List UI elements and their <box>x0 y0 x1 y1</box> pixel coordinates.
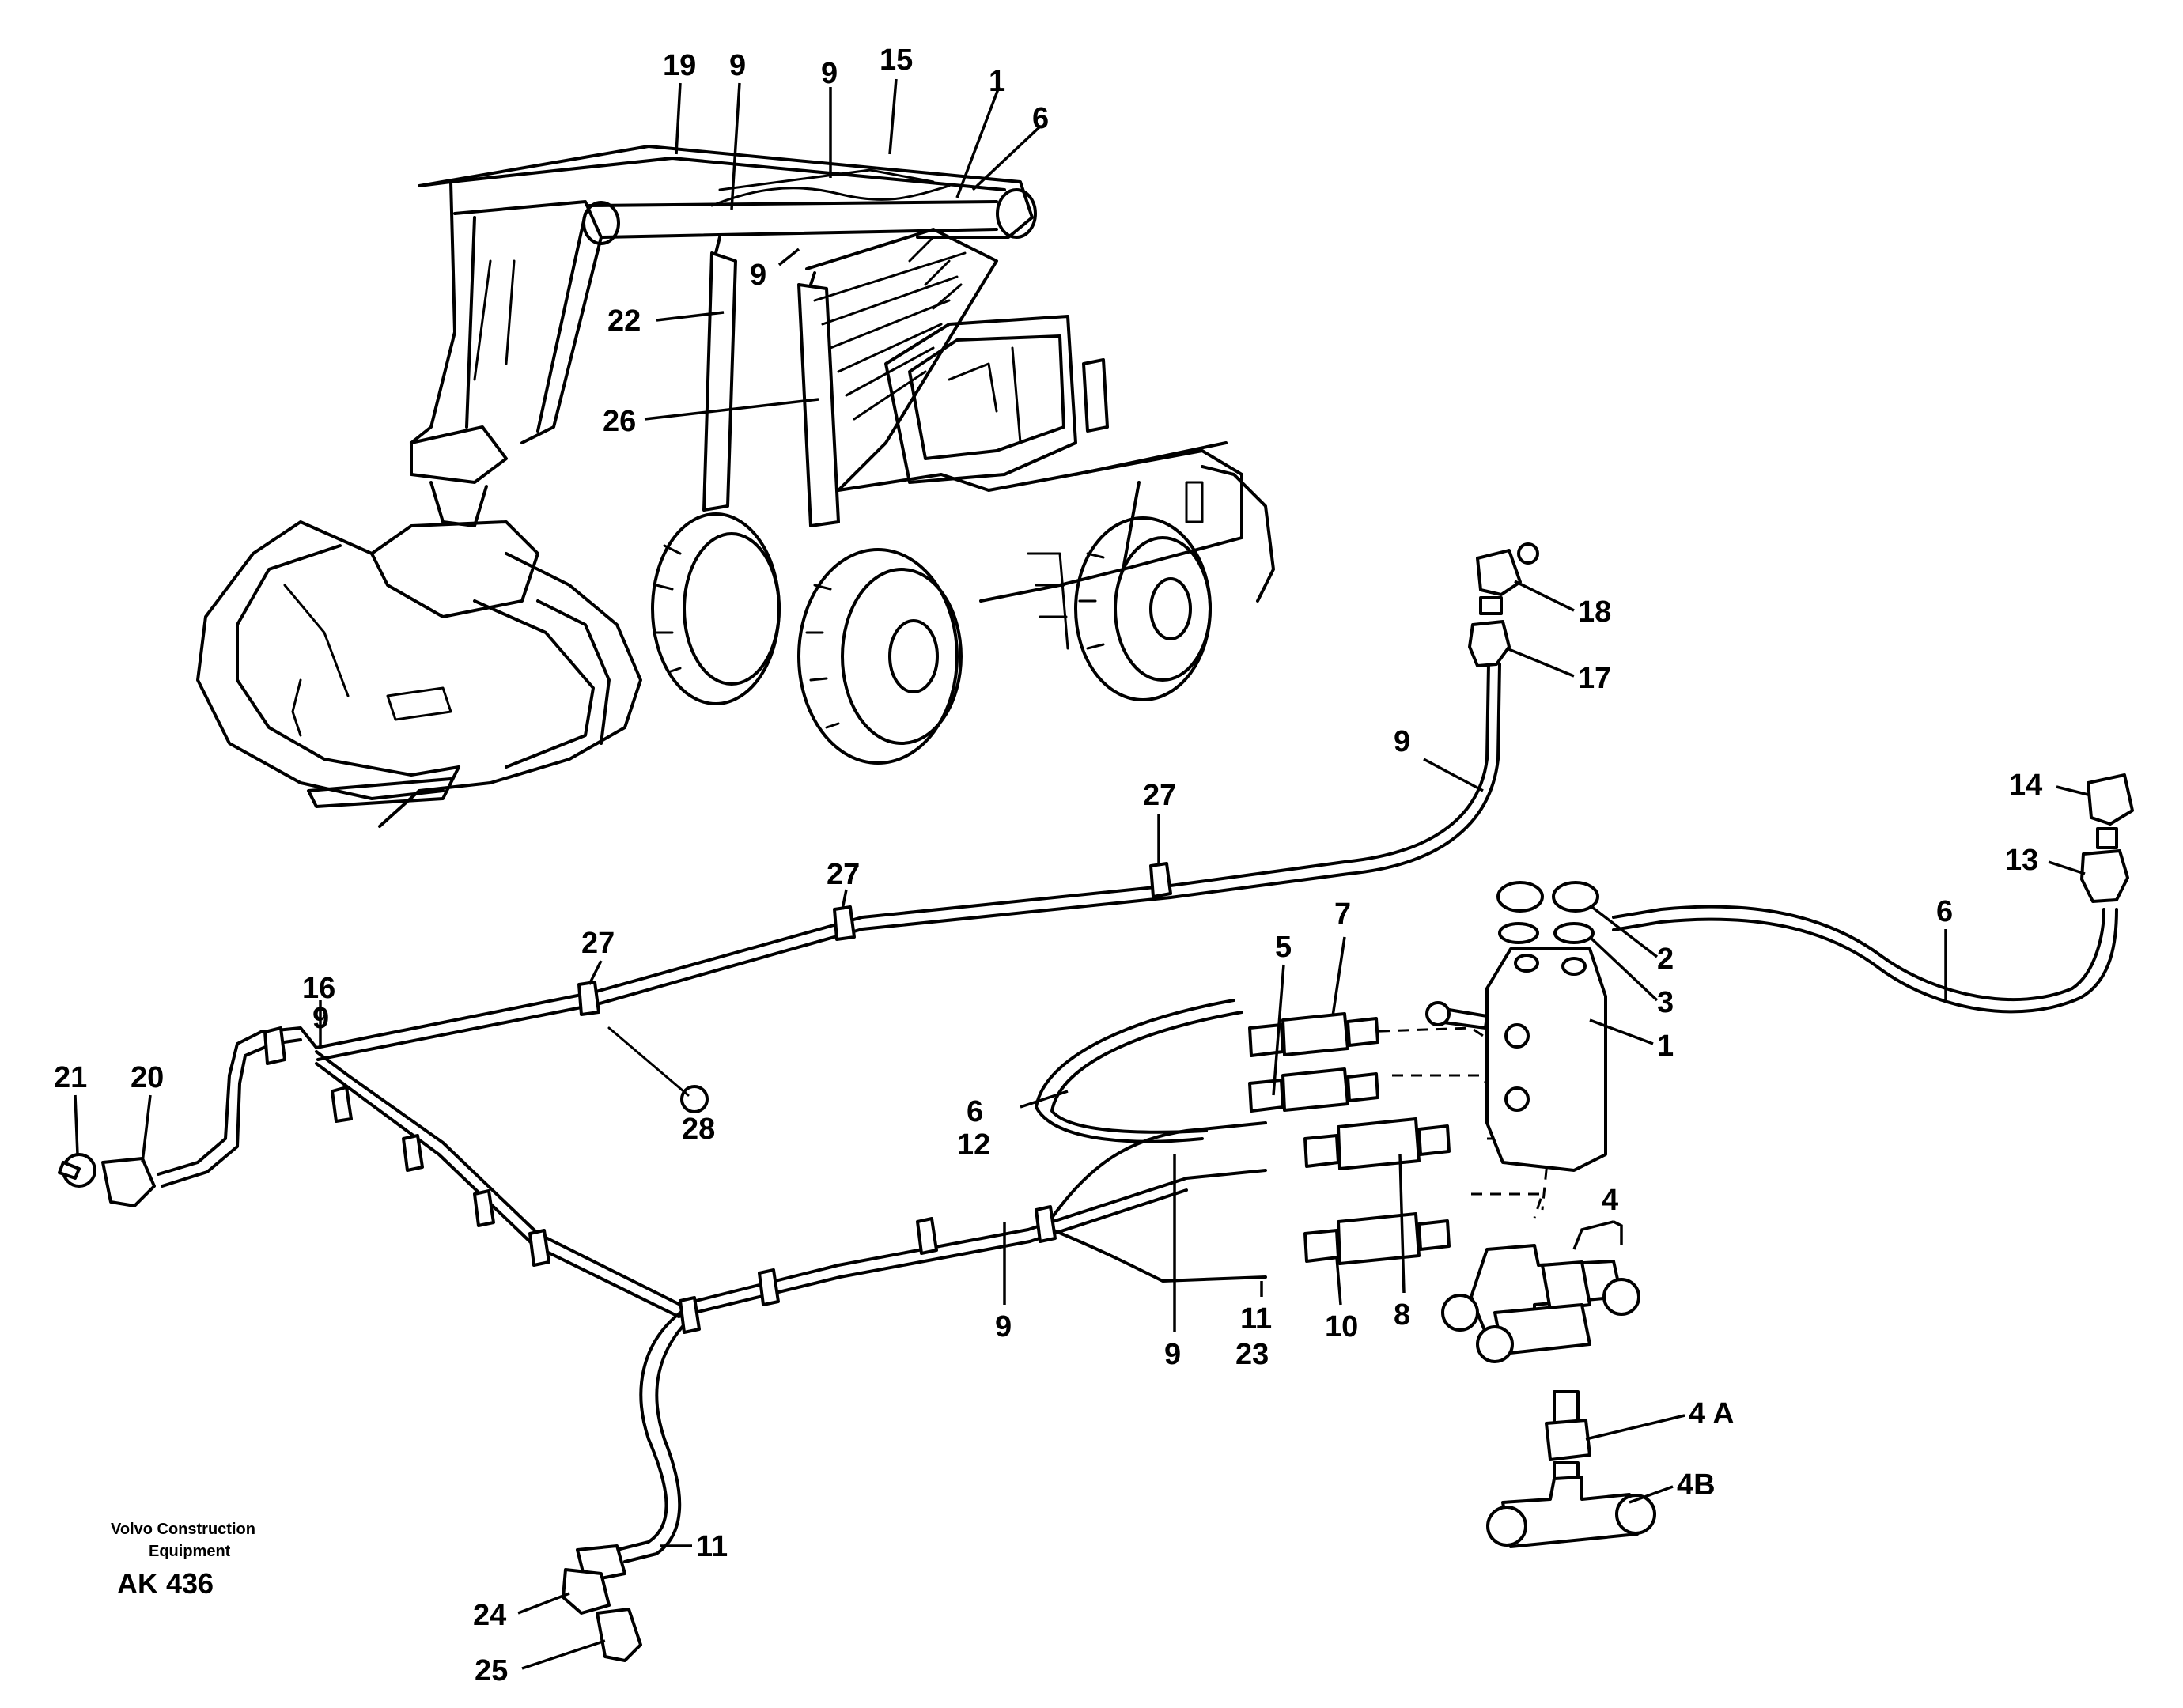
callout-1: 1 <box>989 65 1005 98</box>
clamps <box>263 862 1172 1334</box>
log-loader-machine <box>196 145 1275 828</box>
callout-19: 19 <box>663 49 696 82</box>
callout-13: 13 <box>2005 844 2038 877</box>
callout-24: 24 <box>473 1599 506 1632</box>
company-name-line1: Volvo Construction <box>111 1521 255 1538</box>
callout-16: 16 <box>302 972 335 1005</box>
callout-3: 3 <box>1657 986 1674 1019</box>
callout-11: 11 <box>1240 1302 1272 1336</box>
callout-12: 12 <box>957 1128 990 1162</box>
callout-8: 8 <box>1394 1298 1410 1332</box>
callout-27: 27 <box>827 858 860 891</box>
callout-27: 27 <box>1143 779 1176 812</box>
callout-27: 27 <box>581 927 615 960</box>
figure-code: AK 436 <box>117 1567 214 1600</box>
leader-lines <box>74 78 2089 1670</box>
callout-4A: 4 A <box>1689 1397 1735 1430</box>
sensor-5 <box>1248 1068 1379 1113</box>
callout-9: 9 <box>312 1002 329 1035</box>
callout-4B: 4B <box>1677 1468 1716 1502</box>
callout-20: 20 <box>131 1061 164 1094</box>
callout-23: 23 <box>1235 1338 1269 1371</box>
callout-1: 1 <box>1657 1030 1674 1063</box>
callout-7: 7 <box>1334 897 1351 931</box>
callout-6: 6 <box>967 1095 983 1128</box>
hydraulic-lines <box>157 663 2118 1563</box>
callout-2: 2 <box>1657 943 1674 976</box>
fittings <box>58 542 2134 1662</box>
callout-9: 9 <box>750 259 766 292</box>
callout-22: 22 <box>607 304 641 338</box>
callout-9: 9 <box>1394 725 1410 758</box>
callout-6: 6 <box>1936 895 1953 928</box>
callout-28: 28 <box>682 1113 715 1146</box>
callout-25: 25 <box>475 1654 508 1687</box>
callout-9: 9 <box>995 1310 1012 1343</box>
callout-18: 18 <box>1578 595 1611 629</box>
sensor-8 <box>1303 1117 1451 1170</box>
company-name-line2: Equipment <box>149 1543 231 1560</box>
callout-6: 6 <box>1032 102 1049 135</box>
sensor-10 <box>1303 1212 1451 1265</box>
callout-9: 9 <box>729 49 746 82</box>
callout-9: 9 <box>1164 1338 1181 1371</box>
callout-10: 10 <box>1325 1310 1358 1343</box>
publisher-footer: Volvo Construction Equipment AK 436 <box>111 1521 255 1600</box>
callout-15: 15 <box>880 43 913 77</box>
callout-labels: 19 9 9 15 1 6 9 22 26 18 17 9 27 14 13 2… <box>54 43 2042 1687</box>
callout-26: 26 <box>603 405 636 438</box>
sensor-7 <box>1248 1012 1379 1057</box>
callout-17: 17 <box>1578 662 1611 695</box>
callout-9: 9 <box>821 57 838 90</box>
callout-4: 4 <box>1602 1184 1618 1217</box>
callout-5: 5 <box>1275 931 1292 964</box>
callout-14: 14 <box>2009 769 2042 802</box>
callout-21: 21 <box>54 1061 87 1094</box>
callout-11: 11 <box>696 1530 728 1563</box>
